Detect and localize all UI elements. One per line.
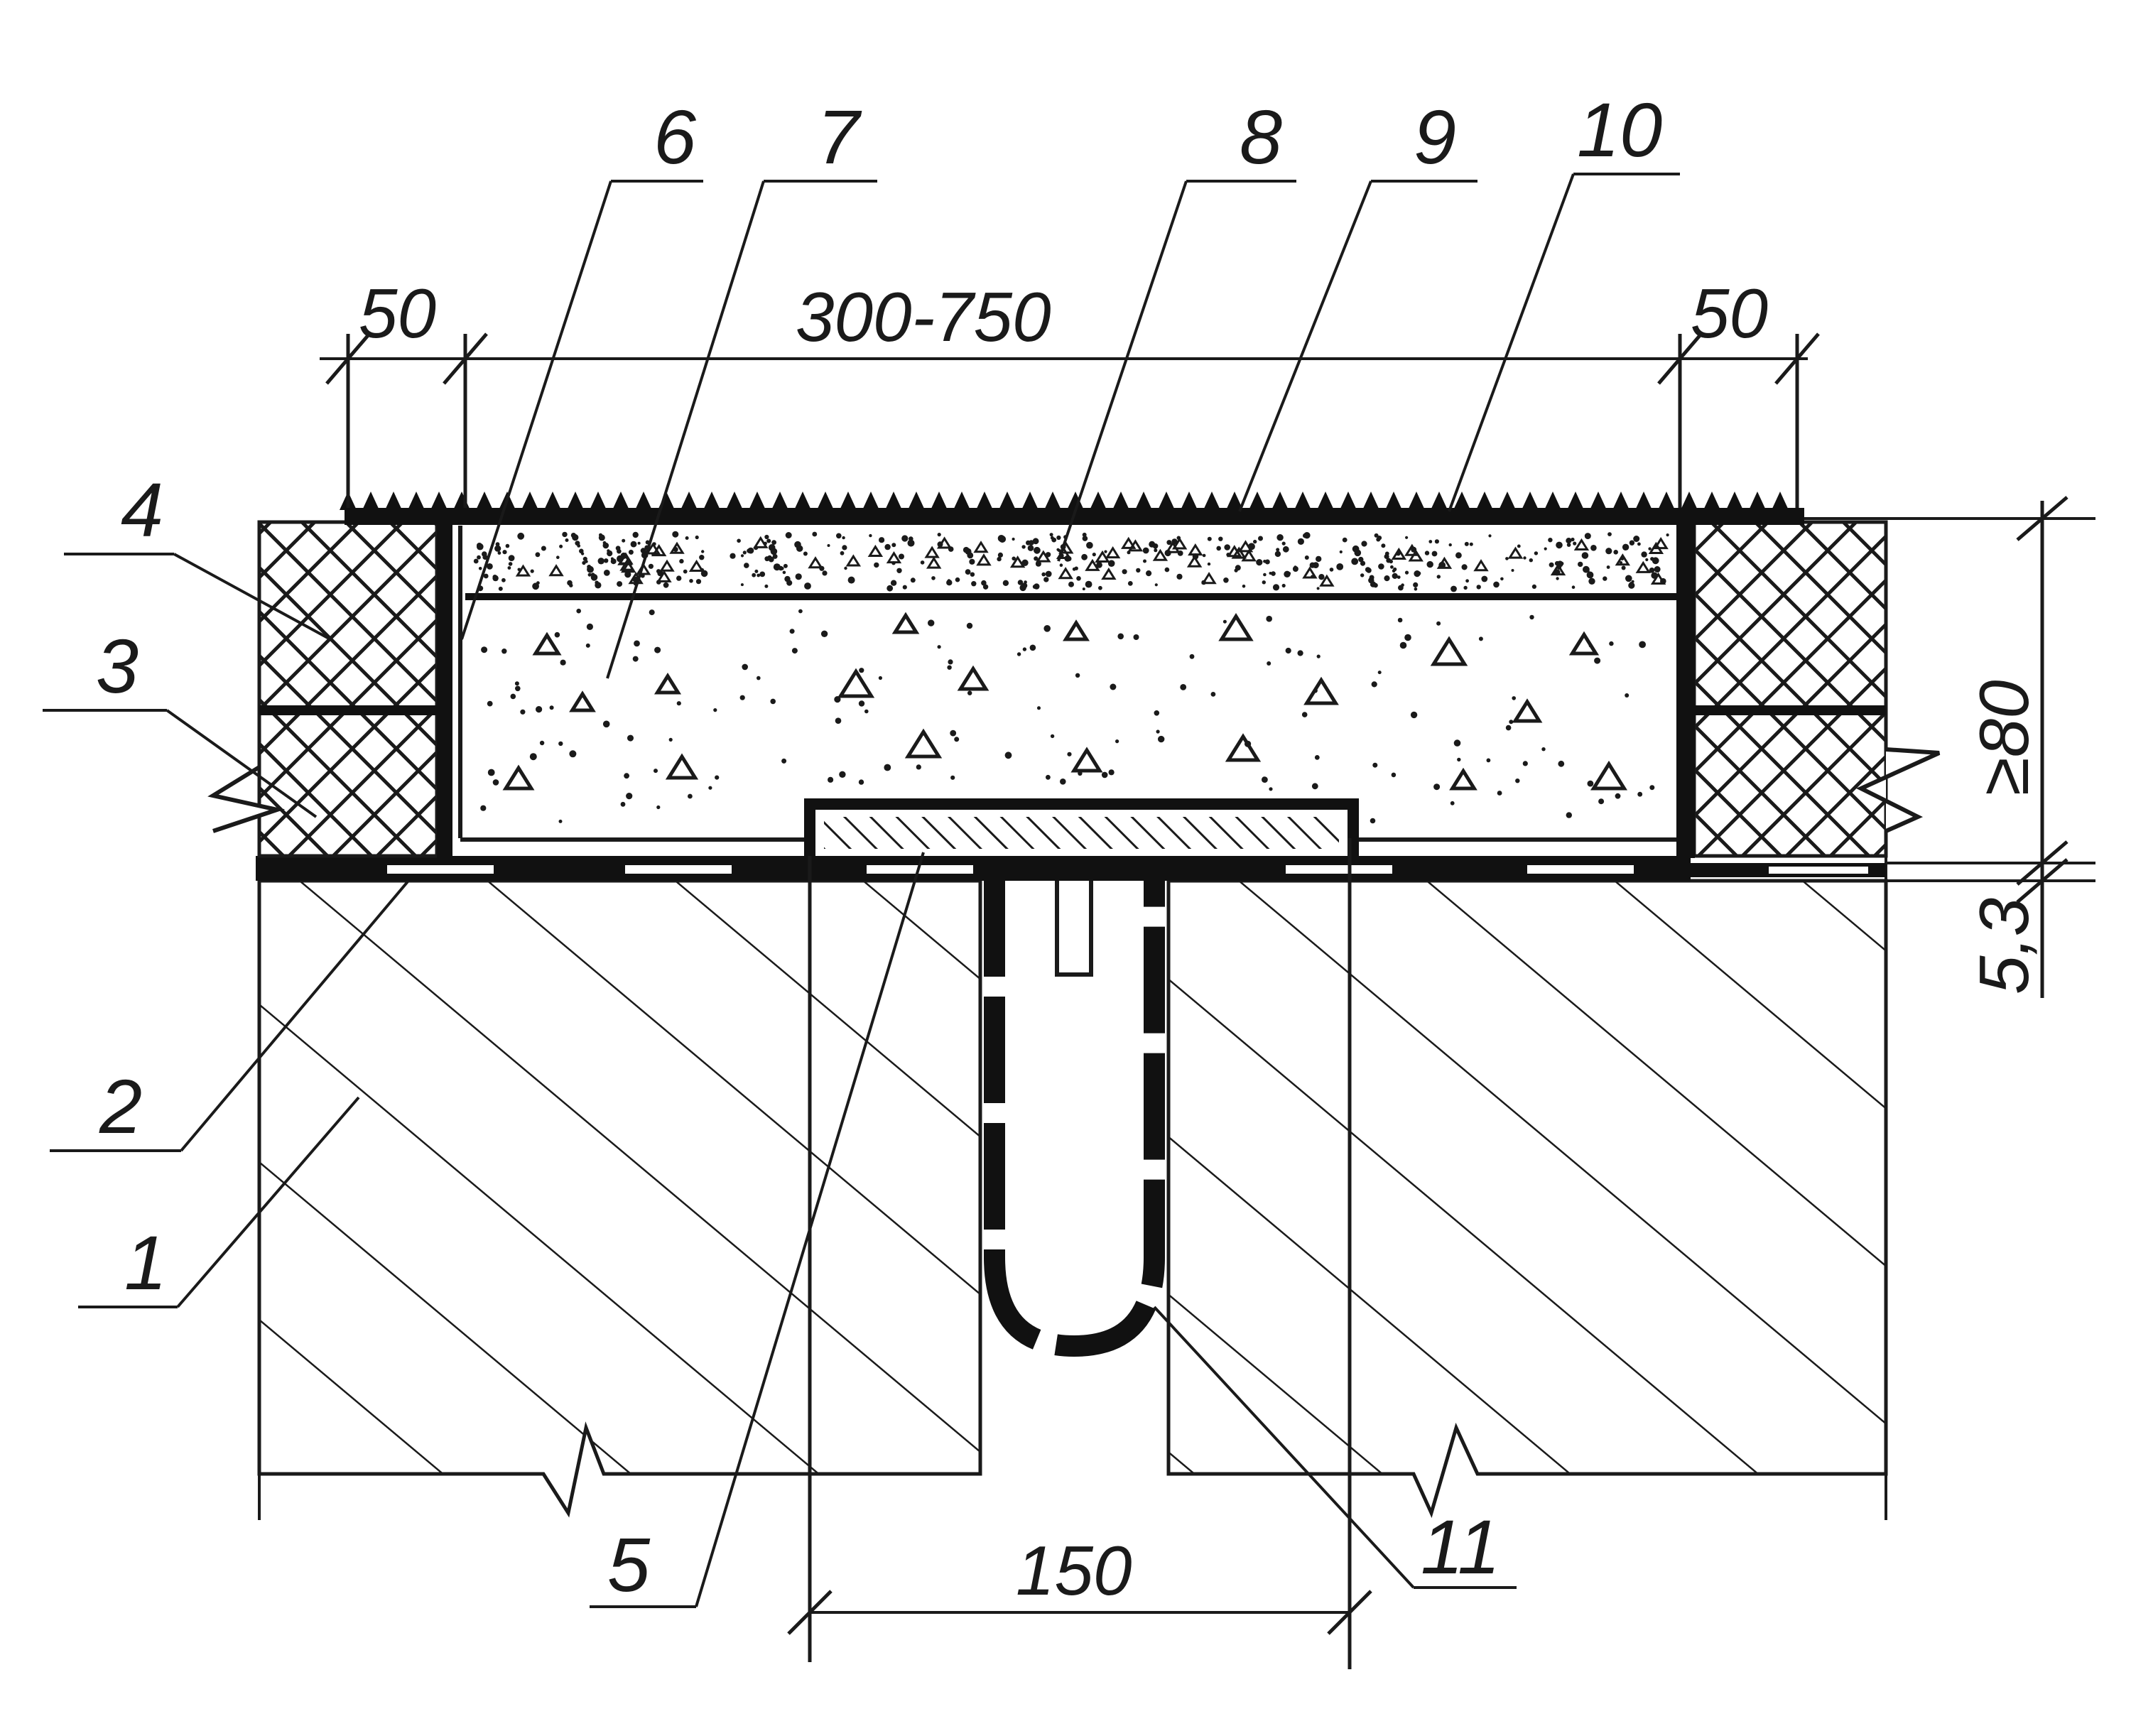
dim-sub-height: 5,3 (1965, 898, 2043, 994)
dim-top-span: 300-750 (796, 278, 1051, 356)
dim-height: ≥80 (1965, 680, 2043, 796)
callout-1: 1 (124, 1220, 167, 1306)
callout-8: 8 (1240, 94, 1282, 180)
dim-top-right: 50 (1691, 274, 1768, 352)
u-shaped-compensator (984, 866, 1165, 1357)
dimension-labels: 50 300-750 50 ≥80 5,3 150 (359, 274, 2043, 1610)
top-coating (340, 492, 1804, 525)
waterproofing-layer (256, 856, 1886, 881)
left-end-block (207, 520, 439, 858)
callout-4: 4 (121, 467, 163, 553)
right-end-block (1692, 520, 1941, 858)
callout-7: 7 (817, 94, 862, 180)
callout-11: 11 (1421, 1504, 1500, 1590)
cover-plate (804, 798, 1359, 856)
callout-leaders (43, 173, 1680, 1608)
callout-3: 3 (96, 623, 139, 709)
callout-2: 2 (99, 1063, 142, 1149)
dimension-lines (320, 332, 2095, 1669)
callout-10: 10 (1577, 87, 1662, 173)
callout-numbers: 1 2 3 4 5 6 7 8 9 10 11 (96, 87, 1662, 1607)
callout-6: 6 (654, 94, 697, 180)
lower-concrete-layer (480, 608, 1655, 824)
callout-9: 9 (1414, 94, 1456, 180)
dim-bottom-gap: 150 (1016, 1531, 1132, 1610)
dim-top-left: 50 (359, 274, 436, 352)
callout-5: 5 (607, 1521, 651, 1607)
